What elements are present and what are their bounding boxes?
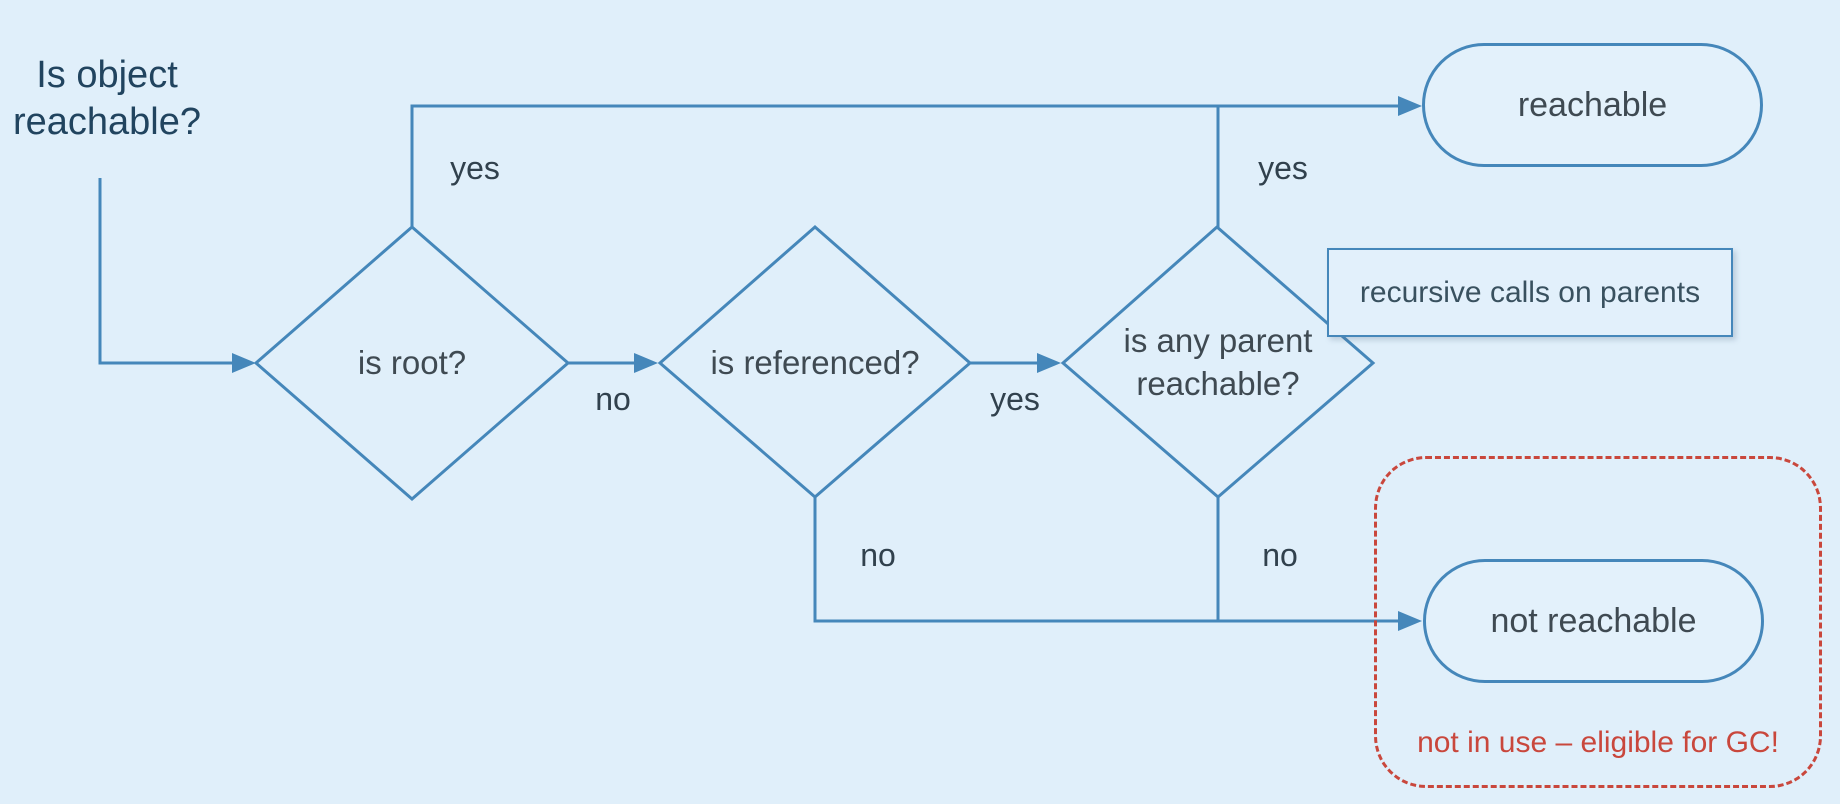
gc-note-caption: not in use – eligible for GC! [1417, 726, 1779, 759]
edge-label-is-root-yes: yes [450, 150, 500, 186]
edge-label-is-root-no: no [595, 381, 631, 417]
recursive-calls-note: recursive calls on parents [1327, 248, 1733, 337]
terminal-reachable: reachable [1422, 43, 1763, 167]
edge-is-root-yes [410, 104, 1398, 227]
arrowhead-is-referenced [634, 353, 658, 373]
decision-is-referenced-label: is referenced? [710, 344, 920, 381]
decision-is-any-parent-label: is any parent reachable? [1123, 322, 1313, 402]
arrowhead-is-any-parent [1037, 353, 1061, 373]
terminal-not-reachable: not reachable [1423, 559, 1764, 683]
edge-label-is-any-parent-no: no [1262, 537, 1298, 573]
arrowhead-not-reachable [1398, 611, 1422, 631]
edge-label-is-referenced-yes: yes [990, 381, 1040, 417]
start-question: Is object reachable? [12, 54, 202, 143]
edge-start [98, 178, 234, 365]
gc-highlight-region [1374, 456, 1822, 788]
edge-label-is-referenced-no: no [860, 537, 896, 573]
arrowhead-start [232, 353, 256, 373]
arrowhead-reachable [1398, 96, 1422, 116]
decision-is-root-label: is root? [357, 344, 467, 381]
diamond-is-root [253, 225, 571, 501]
edge-label-is-any-parent-yes: yes [1258, 150, 1308, 186]
edge-is-referenced-no [813, 497, 1398, 623]
